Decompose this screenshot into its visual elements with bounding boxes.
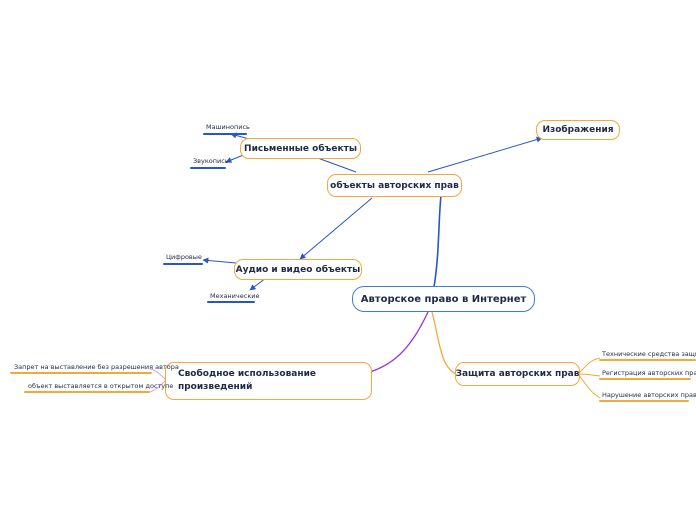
leaf-digital-underline bbox=[163, 263, 203, 265]
link-protection-tech bbox=[577, 357, 601, 375]
leaf-typing[interactable]: Машинопись bbox=[206, 123, 250, 131]
node-free-use[interactable]: Свободное использование произведений bbox=[165, 362, 372, 400]
leaf-ban[interactable]: Запрет на выставление без разрешения авт… bbox=[14, 363, 179, 371]
link-objects-images bbox=[427, 136, 543, 173]
link-protection-reg bbox=[577, 373, 601, 377]
leaf-sound-underline bbox=[190, 167, 226, 169]
link-root-protection bbox=[431, 311, 459, 376]
node-written[interactable]: Письменные объекты bbox=[240, 138, 361, 159]
link-objects-av bbox=[299, 197, 373, 260]
node-av[interactable]: Аудио и видео объекты bbox=[234, 259, 362, 280]
root-node[interactable]: Авторское право в Интернет bbox=[352, 286, 535, 312]
leaf-tech-underline bbox=[599, 359, 696, 361]
leaf-ban-underline bbox=[10, 372, 152, 374]
leaf-digital[interactable]: Цифровые bbox=[166, 253, 202, 261]
leaf-typing-underline bbox=[203, 133, 247, 135]
leaf-mechanical-underline bbox=[207, 301, 255, 303]
leaf-registration[interactable]: Регистрация авторских прав bbox=[602, 369, 696, 377]
link-av-digital bbox=[202, 257, 237, 264]
link-root-objects bbox=[433, 185, 443, 288]
leaf-sound[interactable]: Звукопись bbox=[193, 157, 229, 165]
leaf-mechanical[interactable]: Механические bbox=[210, 292, 260, 300]
leaf-violation[interactable]: Нарушение авторских прав bbox=[602, 391, 696, 399]
link-av-mech bbox=[249, 277, 267, 291]
link-protection-viol bbox=[577, 373, 601, 399]
leaf-violation-underline bbox=[599, 400, 689, 402]
leaf-open-access[interactable]: объект выставляется в открытом доступе bbox=[28, 382, 174, 390]
link-freeuse-open bbox=[149, 379, 167, 393]
node-protection[interactable]: Защита авторских прав bbox=[455, 362, 580, 386]
leaf-tech-protection[interactable]: Технические средства защиты bbox=[602, 350, 696, 358]
node-images[interactable]: Изображения bbox=[536, 120, 620, 140]
leaf-registration-underline bbox=[599, 378, 691, 380]
leaf-open-underline bbox=[24, 391, 150, 393]
link-freeuse-ban bbox=[149, 368, 167, 381]
node-objects[interactable]: объекты авторских прав bbox=[327, 174, 462, 197]
